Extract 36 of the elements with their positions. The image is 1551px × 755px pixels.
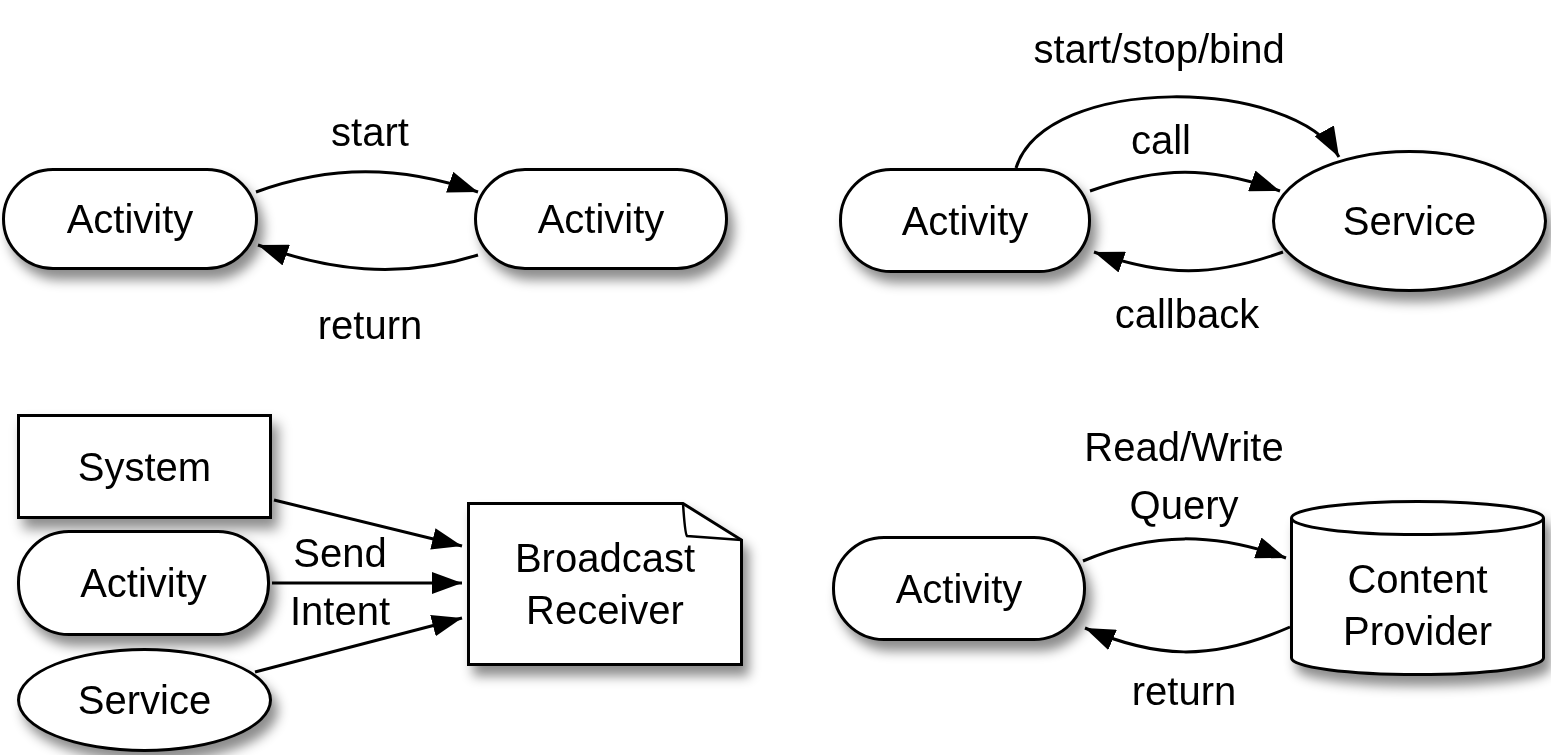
edge-label: callback — [1113, 291, 1261, 338]
edge-label: Read/Write Query — [1083, 424, 1285, 529]
edge-label: return — [316, 302, 424, 349]
edge-label: start/stop/bind — [1032, 26, 1286, 73]
node-label: System — [76, 443, 213, 491]
node-label: Service — [1341, 198, 1478, 245]
node-label: Activity — [79, 560, 208, 607]
edge-label: Send Intent — [288, 530, 392, 635]
node-label: Activity — [65, 196, 195, 243]
arrow — [254, 614, 463, 674]
box-node — [17, 414, 272, 519]
pill-node — [474, 168, 728, 270]
node-label: Activity — [900, 197, 1030, 245]
arrow — [273, 498, 463, 550]
node-label: Broadcast Receiver — [513, 535, 697, 634]
arrow — [1089, 170, 1281, 193]
edge-label: call — [1130, 117, 1192, 164]
pill-node — [2, 168, 258, 270]
edge-label: start — [330, 109, 410, 156]
arrow — [272, 572, 462, 594]
pill-node — [832, 536, 1086, 641]
edge-label: return — [1130, 668, 1238, 715]
node-label: Service — [76, 677, 213, 724]
ellipse-node — [17, 648, 272, 752]
arrow — [1014, 95, 1341, 169]
node-label: Activity — [894, 565, 1024, 613]
note-node — [467, 502, 743, 666]
pill-node — [839, 168, 1091, 273]
node-label: Activity — [536, 196, 666, 243]
node-label: Content Provider — [1342, 556, 1493, 655]
arrow — [1082, 537, 1287, 563]
arrow — [255, 170, 479, 194]
cylinder-node — [1290, 500, 1545, 676]
arrow — [257, 243, 479, 271]
pill-node — [17, 530, 270, 636]
arrow — [1084, 625, 1291, 654]
